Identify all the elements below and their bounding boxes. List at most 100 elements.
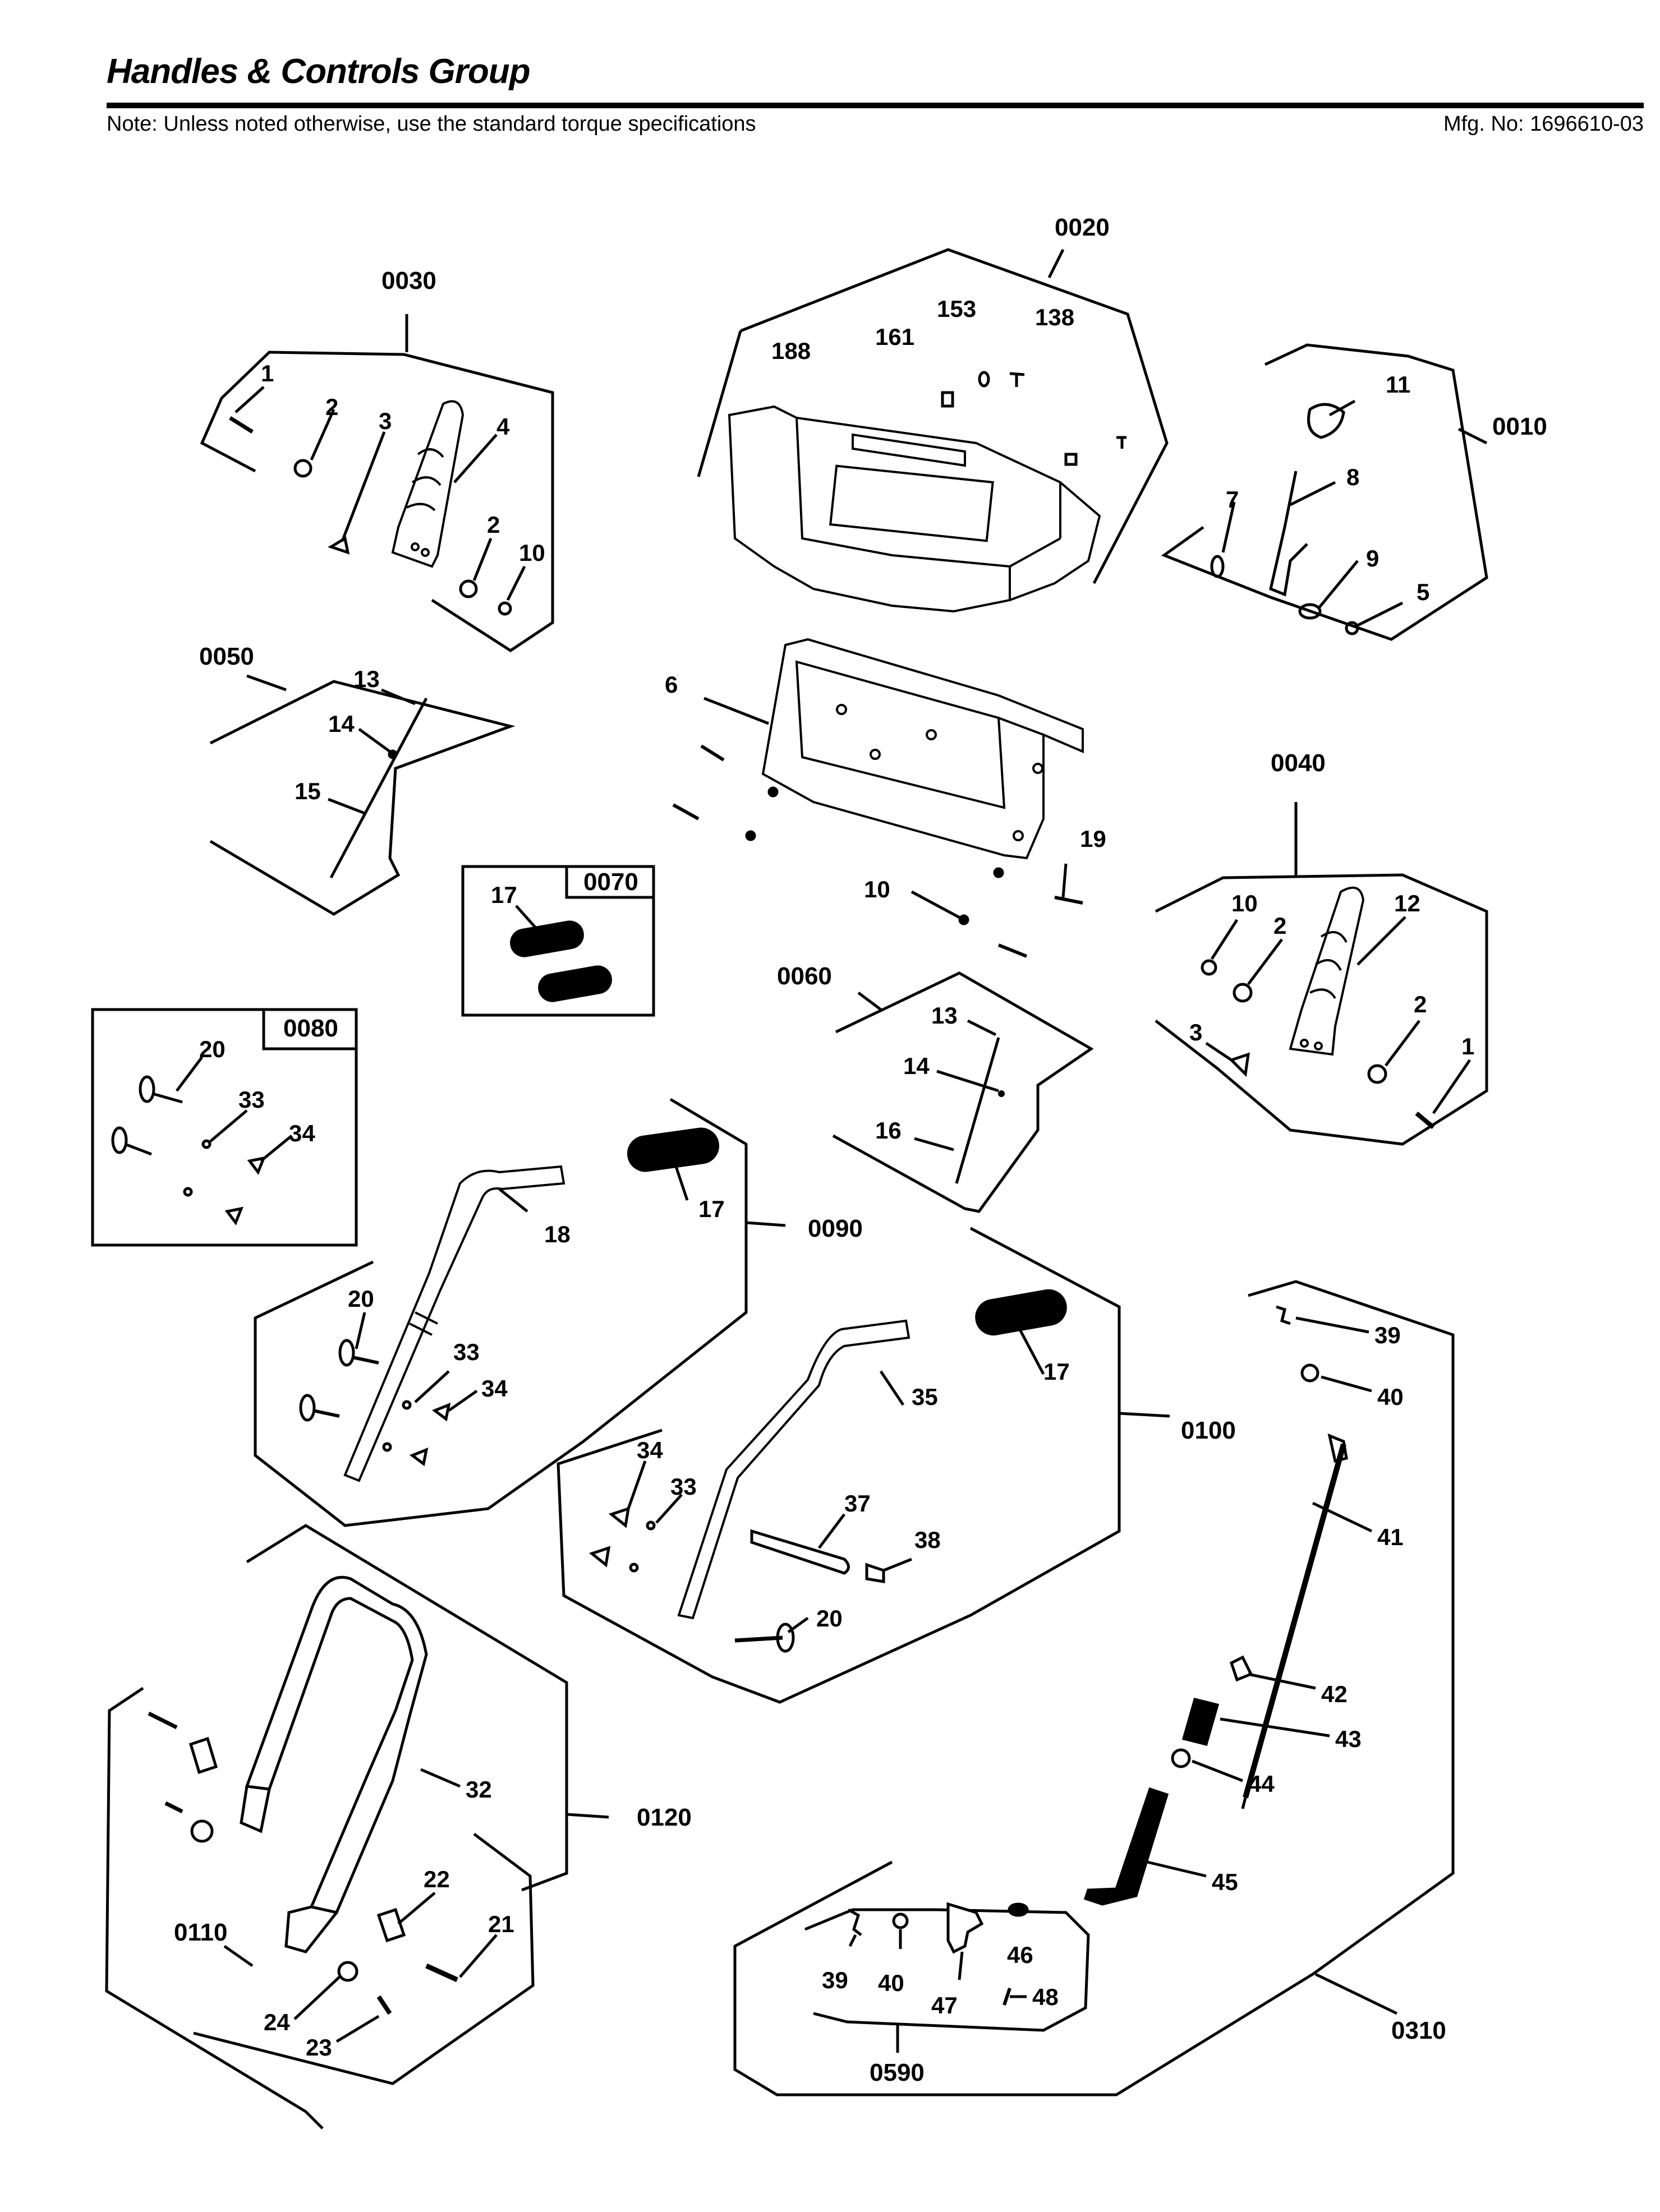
clip-22 <box>376 1907 406 1943</box>
part-label-40: 40 <box>878 1970 904 1996</box>
part-label-43: 43 <box>1335 1726 1362 1752</box>
part-label-13: 13 <box>931 1002 958 1029</box>
part-label-33: 33 <box>453 1339 480 1365</box>
nut-10-0030 <box>498 601 512 616</box>
lever-47 <box>946 1902 984 1954</box>
group-label-0030: 0030 <box>381 267 436 294</box>
part-label-17: 17 <box>698 1196 725 1222</box>
part-153-washer <box>978 371 990 388</box>
part-label-2: 2 <box>325 394 338 420</box>
group-0040-outline <box>1155 873 1488 1146</box>
part-label-3: 3 <box>1189 1019 1202 1045</box>
part-label-20: 20 <box>199 1036 226 1062</box>
pin-39-0590 <box>847 1908 862 1936</box>
bolt-0120b <box>164 1801 183 1814</box>
group-0120-outline <box>246 1524 568 1892</box>
mounting-bracket <box>761 638 1084 860</box>
part-label-20: 20 <box>348 1285 374 1312</box>
washer-40-0590 <box>892 1913 909 1929</box>
part-label-2: 2 <box>1273 913 1286 939</box>
part-label-9: 9 <box>1366 545 1379 572</box>
mfg-number: Mfg. No: 1696610-03 <box>1443 112 1644 136</box>
part-label-14: 14 <box>903 1053 930 1079</box>
part-label-40: 40 <box>1377 1384 1404 1410</box>
part-138-screw <box>1009 372 1025 387</box>
wingnut-34b-0090 <box>409 1447 429 1467</box>
pin-39-0310 <box>1276 1305 1291 1325</box>
cable-15-0050 <box>329 697 428 879</box>
part-label-37: 37 <box>844 1490 871 1517</box>
part-label-10: 10 <box>519 540 545 566</box>
part-label-13: 13 <box>353 666 380 692</box>
group-0110-outline <box>193 1833 535 2085</box>
part-label-10: 10 <box>1231 890 1258 916</box>
part-label-10: 10 <box>864 876 890 902</box>
bolt-20-0100 <box>734 1635 783 1643</box>
group-label-0100: 0100 <box>1181 1417 1236 1444</box>
part-label-3: 3 <box>379 408 392 434</box>
console-screw <box>1116 436 1126 449</box>
washer-2b-0040 <box>1367 1064 1387 1084</box>
hoop-32 <box>240 1575 428 1953</box>
part-label-23: 23 <box>306 2034 332 2061</box>
part-label-46: 46 <box>1007 1942 1033 1968</box>
handle-35-0100 <box>677 1319 911 1620</box>
group-0590-outline <box>804 1908 1090 2032</box>
group-0050-outline <box>209 680 516 916</box>
part-label-7: 7 <box>1226 486 1239 513</box>
part-label-6: 6 <box>665 671 678 698</box>
group-0080-box <box>91 1008 358 1247</box>
grip-17-0100 <box>975 1289 1067 1336</box>
group-label-0070: 0070 <box>583 868 638 896</box>
console-clip <box>1064 453 1078 466</box>
washer-0120 <box>190 1819 214 1843</box>
page-title: Handles & Controls Group <box>107 52 530 91</box>
part-label-12: 12 <box>1394 890 1420 916</box>
part-label-38: 38 <box>914 1527 941 1553</box>
nut-10-0040 <box>1201 959 1217 976</box>
group-label-0010: 0010 <box>1492 413 1547 440</box>
part-label-19: 19 <box>1080 826 1106 852</box>
part-label-44: 44 <box>1248 1771 1275 1797</box>
handle-bracket-12 <box>1289 886 1365 1056</box>
grommet-46 <box>1008 1902 1029 1917</box>
part-label-24: 24 <box>264 2009 290 2035</box>
clip-38 <box>865 1563 885 1583</box>
grip-17-0070 <box>510 920 612 1002</box>
part-label-34: 34 <box>481 1375 508 1402</box>
spring-43 <box>1181 1697 1220 1746</box>
part-label-16: 16 <box>875 1117 902 1144</box>
part-label-47: 47 <box>931 1992 958 2019</box>
rod-45 <box>1083 1787 1169 1906</box>
part-label-21: 21 <box>488 1911 514 1937</box>
part-label-17: 17 <box>491 882 517 908</box>
part-label-41: 41 <box>1377 1524 1404 1550</box>
part-label-5: 5 <box>1417 579 1429 605</box>
group-label-0050: 0050 <box>199 643 254 670</box>
hardware-0080 <box>111 1075 266 1226</box>
screw-23 <box>376 1995 392 2015</box>
part-label-42: 42 <box>1321 1681 1348 1707</box>
washer-2a-0030 <box>293 459 312 478</box>
part-label-22: 22 <box>424 1866 450 1892</box>
part-label-2: 2 <box>1414 991 1427 1017</box>
group-0010-outline <box>1161 343 1488 641</box>
group-label-0040: 0040 <box>1271 749 1326 777</box>
part-label-1: 1 <box>261 360 274 386</box>
grommet-9 <box>1298 603 1322 620</box>
part-label-34: 34 <box>289 1120 315 1146</box>
part-label-153: 153 <box>937 296 976 322</box>
part-label-45: 45 <box>1212 1869 1238 1895</box>
rod-41 <box>1243 1443 1346 1799</box>
bolt-20a-0090 <box>338 1339 355 1367</box>
group-label-0590: 0590 <box>870 2059 925 2086</box>
part-label-4: 4 <box>496 413 510 440</box>
part-label-15: 15 <box>295 778 321 804</box>
washer-2b-0030 <box>459 579 478 598</box>
washer-24 <box>337 1961 358 1982</box>
group-label-0020: 0020 <box>1055 214 1110 241</box>
bolt-21 <box>425 1963 458 1983</box>
group-label-0090: 0090 <box>808 1215 863 1242</box>
grip-17-0090 <box>627 1127 720 1172</box>
